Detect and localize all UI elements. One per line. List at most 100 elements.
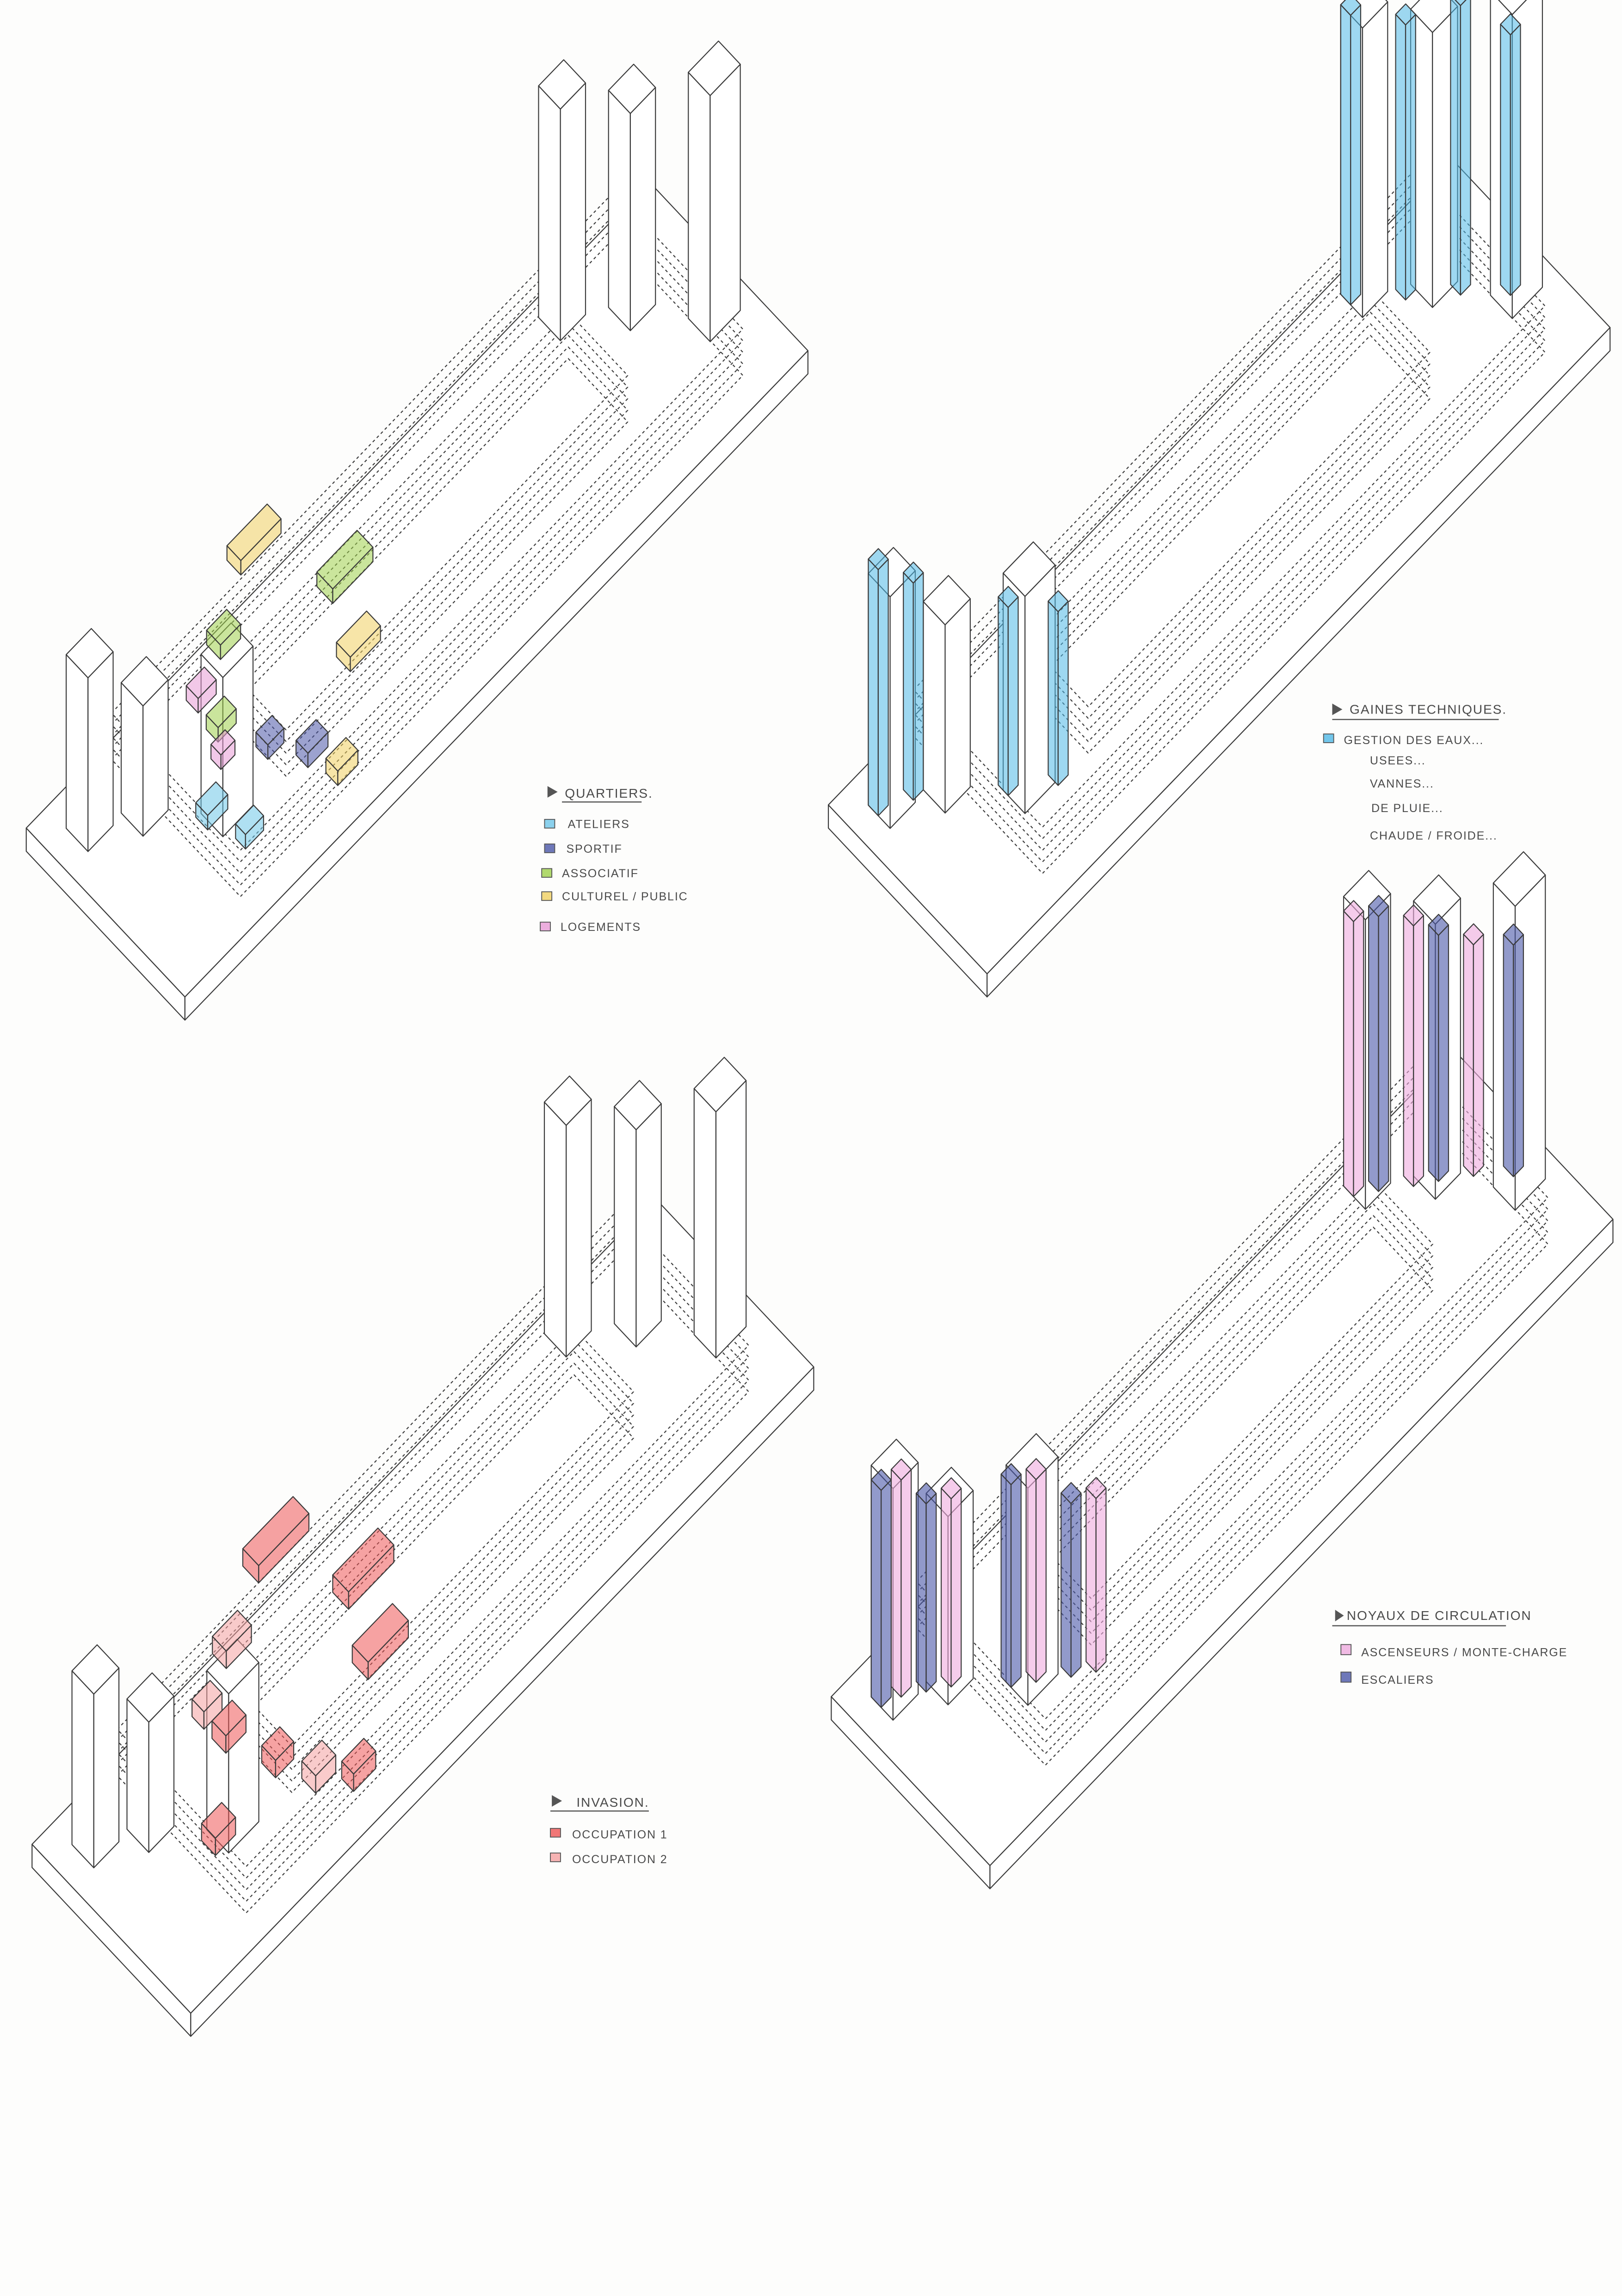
technical-shaft-2-side (998, 596, 1009, 796)
legend-item-occupation-2: Occupation 2 (572, 1853, 668, 1866)
floor-level-1 (117, 1242, 749, 1902)
technical-shaft-5-top (1395, 3, 1416, 25)
technical-shaft-7-top (1500, 13, 1521, 36)
technical-shaft-0-front (877, 559, 889, 817)
tower-5-top (693, 1057, 747, 1113)
swatch-associatif (541, 868, 553, 878)
tower-4-front (635, 1103, 662, 1348)
swatch-occupation-1 (550, 1828, 561, 1838)
technical-shaft-3-top (1048, 590, 1069, 612)
tower-2-top (1002, 541, 1056, 597)
tower-4-top (1413, 874, 1461, 925)
legend-gaines-techniques: Gaines techniques. Gestion des eaux... U… (1323, 702, 1506, 843)
program-block-6-top (255, 715, 284, 745)
technical-shaft-4-front (1350, 4, 1362, 306)
tower-3-side (538, 85, 561, 341)
circulation-core-2-top (915, 1482, 937, 1505)
circulation-core-11-top (1428, 914, 1449, 936)
legend-title: Quartiers. (565, 786, 653, 800)
tower-3-front (1362, 1, 1388, 318)
legend-subitem-vannes: Vannes... (1370, 777, 1434, 790)
swatch-ateliers (544, 819, 555, 829)
technical-shaft-7-side (1500, 24, 1511, 296)
tower-1-side (120, 682, 144, 837)
occupation-block-7-top (191, 1680, 223, 1712)
circulation-core-1-front (900, 1469, 912, 1698)
floor-level-2 (117, 1231, 749, 1890)
circulation-core-1-top (890, 1458, 912, 1481)
tower-5-top (1492, 851, 1546, 907)
circulation-core-1-side (890, 1469, 902, 1698)
tower-1-top (126, 1672, 175, 1723)
floor-level-0 (111, 237, 744, 897)
circulation-core-3-top (940, 1477, 962, 1500)
legend-item-logements: Logements (561, 921, 641, 934)
panel-gaines-techniques (827, 0, 1611, 997)
legend-title: Invasion. (576, 1795, 649, 1810)
tower-3-top (538, 59, 586, 110)
floor-level-0 (916, 1106, 1548, 1766)
technical-shaft-3-front (1057, 601, 1069, 786)
panel-quartiers (25, 40, 808, 1021)
arrow-bullet-icon (547, 786, 558, 798)
circulation-core-0-side (870, 1479, 882, 1708)
floor-level-3 (913, 179, 1546, 839)
legend-subitem-chaude-froide: Chaude / Froide... (1370, 830, 1498, 843)
technical-shaft-1-front (913, 572, 924, 801)
legend-item-gestion-des-eaux: Gestion des eaux... (1344, 734, 1484, 747)
floor-level-1 (913, 203, 1546, 862)
technical-shaft-2-top (998, 585, 1019, 608)
circulation-core-9-top (1368, 895, 1389, 917)
technical-shaft-5-side (1395, 13, 1406, 301)
occupation-block-2-top (212, 1610, 252, 1652)
circulation-core-7-front (1095, 1487, 1107, 1673)
tower-0-side (71, 1670, 94, 1869)
circulation-core-6-front (1070, 1492, 1082, 1678)
floor-level-2 (916, 1083, 1548, 1743)
swatch-gestion-des-eaux (1323, 733, 1334, 743)
occupation-block-3-top (242, 1496, 309, 1566)
circulation-core-10-top (1403, 904, 1424, 927)
tower-1-front (142, 679, 169, 837)
technical-shaft-5-front (1405, 14, 1416, 301)
technical-shaft-0-top (868, 548, 889, 570)
circulation-core-0-front (881, 1479, 892, 1708)
circulation-core-13-top (1503, 923, 1524, 946)
legend-item-sportif: Sportif (566, 843, 622, 856)
circulation-core-10-front (1413, 915, 1424, 1187)
technical-shaft-3-side (1048, 600, 1059, 786)
floor-level-1 (111, 226, 744, 886)
tower-5-side (688, 72, 711, 342)
circulation-core-5-side (1025, 1468, 1037, 1683)
tower-3-front (560, 82, 586, 341)
tower-5-top (1498, 0, 1527, 15)
technical-shaft-4-side (1340, 4, 1351, 306)
swatch-logements (540, 922, 551, 931)
floor-level-3-inner (226, 323, 629, 742)
program-block-9-top (316, 529, 374, 590)
program-block-0-top (195, 781, 228, 816)
circulation-core-4-top (1000, 1463, 1022, 1485)
swatch-escaliers (1340, 1671, 1352, 1683)
circulation-core-2-front (925, 1493, 937, 1693)
technical-shaft-0-side (868, 558, 879, 817)
technical-shaft-1-side (903, 572, 914, 801)
technical-shaft-6-top (1455, 0, 1467, 6)
tower-1-front (944, 598, 971, 814)
occupation-block-1-top (211, 1699, 247, 1736)
tower-0-side (66, 654, 89, 852)
legend-item-ascenseurs: Ascenseurs / Monte-charge (1361, 1646, 1567, 1659)
floor-level-0 (913, 214, 1546, 874)
technical-shaft-4-top (1340, 0, 1362, 16)
occupation-block-8-top (332, 1527, 395, 1593)
circulation-core-2-side (915, 1493, 927, 1693)
tower-1-top (923, 575, 971, 626)
technical-shaft-1-top (903, 561, 924, 584)
floor-level-3 (916, 1071, 1548, 1731)
tower-4-side (608, 90, 631, 332)
circulation-core-11-front (1438, 924, 1449, 1182)
program-block-10-top (325, 737, 358, 772)
floor-level-0 (117, 1254, 749, 1914)
program-block-2-top (206, 609, 241, 646)
